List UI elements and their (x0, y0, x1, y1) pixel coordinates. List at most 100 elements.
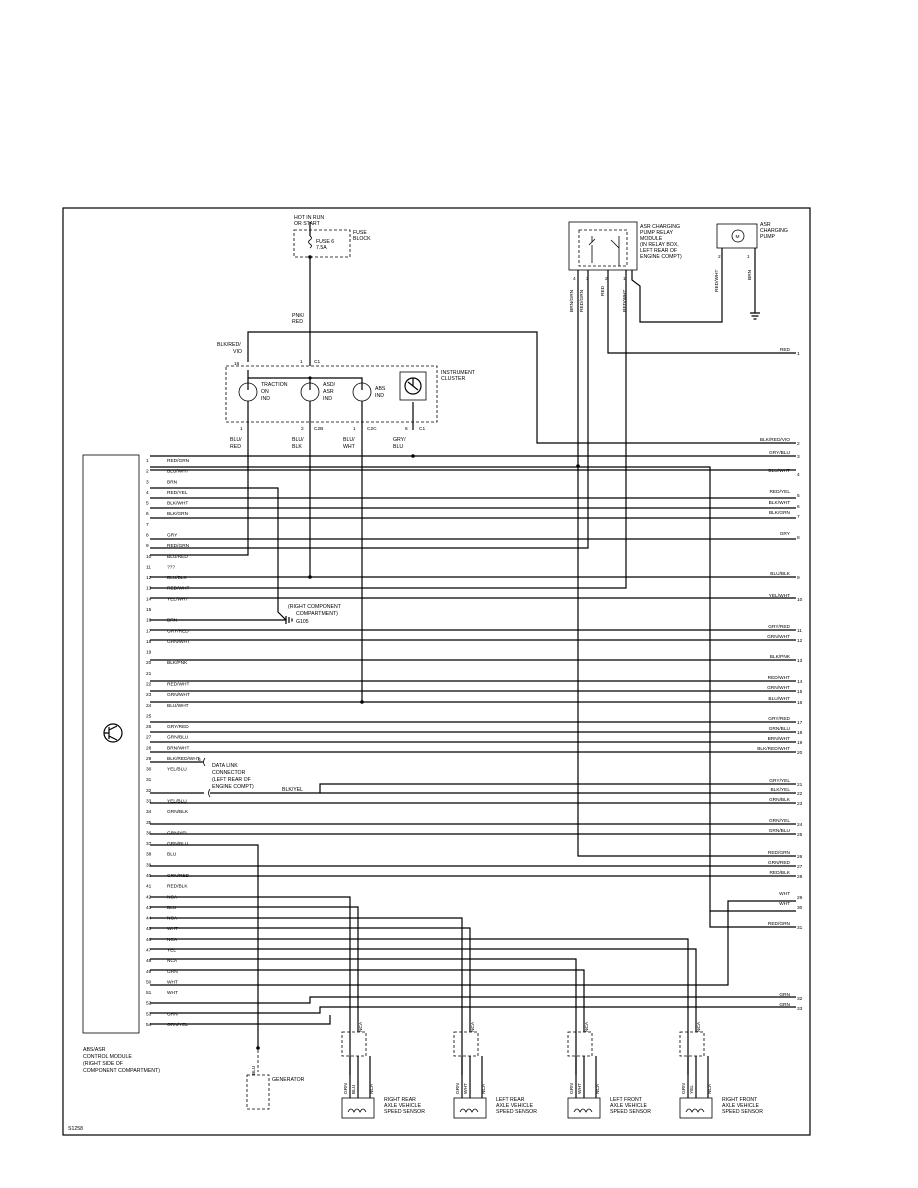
module-pin-number: 46 (146, 937, 152, 943)
module-pin-wire: NCA (167, 937, 178, 943)
wire-p13 (150, 270, 627, 589)
terminal-number: 12 (797, 638, 803, 644)
sensor-body (341, 1097, 375, 1119)
terminal-wire: BRN/WHT (768, 736, 790, 742)
relay-wire-red: RED (600, 285, 606, 296)
cluster-wire-blu-wht: BLU/ (343, 437, 355, 443)
terminal-wire: BLK/PNK (770, 654, 791, 660)
module-pin-number: 34 (146, 809, 152, 815)
abs-label: ABS (375, 386, 386, 392)
module-pin-number: 3 (146, 479, 149, 485)
terminal-number: 24 (797, 822, 803, 828)
module-label-1: CONTROL MODULE (83, 1054, 132, 1060)
g105-ground-icon (285, 616, 293, 624)
node-gry-blu (411, 454, 415, 458)
module-pin-number: 48 (146, 958, 152, 964)
wire-p46 (150, 927, 471, 1020)
wire-p51 (150, 900, 796, 986)
cluster-gauge-box (399, 371, 427, 401)
module-pin-number: 25 (146, 713, 152, 719)
sensor-wire-label: BLU (351, 1084, 357, 1094)
terminal-number: 33 (797, 1006, 803, 1012)
wire-p43 (150, 896, 351, 1075)
module-pin-wire: GRN (167, 1011, 178, 1017)
terminal-wire: WHT (779, 891, 790, 897)
module-pin-wire: YEL/BLU (167, 767, 187, 773)
sensor-wire-label: GRN (343, 1083, 349, 1094)
module-pin-number: 44 (146, 916, 152, 922)
module-pin-wire: YEL/WHT (167, 596, 188, 602)
fuse-block: HOT IN RUN OR START FUSE BLOCK FUSE 6 7.… (292, 215, 371, 366)
terminal-wire: GRY/YEL (769, 778, 790, 784)
sensor-top-wire-label: NCA (584, 1021, 590, 1032)
sensor-label: LEFT REAR (496, 1097, 525, 1103)
data-link-connector: 6 DATA LINK CONNECTOR (LEFT REAR OF ENGI… (198, 757, 303, 798)
dlc-connector-icon (203, 757, 206, 767)
cluster-conn-c2c: C2C (367, 426, 377, 432)
terminal-wire: GRN (779, 1002, 790, 1008)
hot-label-2: OR START (294, 221, 321, 227)
module-pin-wire: RED/WHT (167, 586, 189, 592)
module-pin-number: 11 (146, 564, 151, 570)
ground-icon (750, 312, 760, 320)
relay-pin-4: 4 (573, 276, 576, 282)
terminal-number: 17 (797, 720, 803, 726)
cluster-conn-c1: C1 (314, 359, 320, 365)
wire-t33 (150, 1006, 796, 1014)
terminal-number: 16 (797, 700, 803, 706)
module-pin-number: 35 (146, 820, 152, 826)
instrument-cluster: INSTRUMENT CLUSTER BLK/RED/ VIO 16 1 C1 … (217, 331, 796, 450)
module-pin-number: 20 (146, 660, 152, 666)
cluster-wire-blu-wht-2: WHT (343, 444, 356, 450)
module-pin-number: 24 (146, 703, 152, 709)
pump-label-2: PUMP (760, 234, 776, 240)
pump-pin-1: 1 (747, 254, 750, 260)
module-pin-wire: BLU (167, 905, 177, 911)
cluster-outline (225, 365, 438, 423)
module-pin-number: 42 (146, 894, 152, 900)
wire-p47 (150, 938, 689, 1075)
relay-label-0: ASR CHARGING (640, 224, 680, 230)
dlc-label-0: DATA LINK (212, 763, 238, 769)
relay-label-3: (IN RELAY BOX, (640, 242, 679, 248)
page-id: S1258 (68, 1126, 83, 1132)
wire-p9 (150, 270, 589, 549)
module-pin-wire: BLK/RED/WHT (167, 756, 200, 762)
module-pin-number: 15 (146, 607, 152, 613)
module-pin-wire: BLU (167, 852, 177, 858)
terminal-wire: RED/GRN (768, 921, 791, 927)
terminal-number: 26 (797, 854, 803, 860)
sensor-wire-label: WHT (463, 1083, 469, 1094)
terminal-wire: GRY/RED (768, 716, 790, 722)
terminal-wire: BLU/WHT (768, 468, 790, 474)
module-pin-number: 5 (146, 501, 149, 507)
wire-p33 (150, 783, 796, 794)
terminal-wire: BLK/RED/WHT (757, 746, 790, 752)
asd-label-2: ASR (323, 389, 334, 395)
wire-p49 (150, 958, 577, 1075)
module-pin-number: 4 (146, 490, 149, 496)
generator-wire-label: BLU (251, 1065, 257, 1075)
sensor-wire-label: GRN (455, 1083, 461, 1094)
module-pin-number: 47 (146, 948, 152, 954)
wire-red-relay-to-t1 (607, 270, 796, 354)
terminal-number: 2 (797, 441, 800, 447)
fuse-block-label-2: BLOCK (353, 236, 371, 242)
g105-label-2: G105 (296, 619, 309, 625)
relay-label-2: MODULE (640, 236, 663, 242)
sensor-leads (687, 1056, 709, 1098)
sensor-shield-outline (567, 1031, 593, 1057)
sensor-label: RIGHT FRONT (722, 1097, 758, 1103)
sensor-top-wire-label: NCA (696, 1021, 702, 1032)
module-pin-wire: GRY/RED (167, 724, 189, 730)
module-pin-number: 51 (146, 990, 152, 996)
wire-p53 (150, 996, 796, 1004)
cluster-top-wire-label-2: VIO (233, 349, 242, 355)
cluster-bottom-pin-2: 2 (301, 426, 304, 432)
relay-label-5: ENGINE COMPT) (640, 254, 682, 260)
module-pin-wire: GRN/WHT (167, 639, 190, 645)
sensor-label: AXLE VEHICLE (496, 1103, 533, 1109)
module-pin-number: 7 (146, 522, 149, 528)
